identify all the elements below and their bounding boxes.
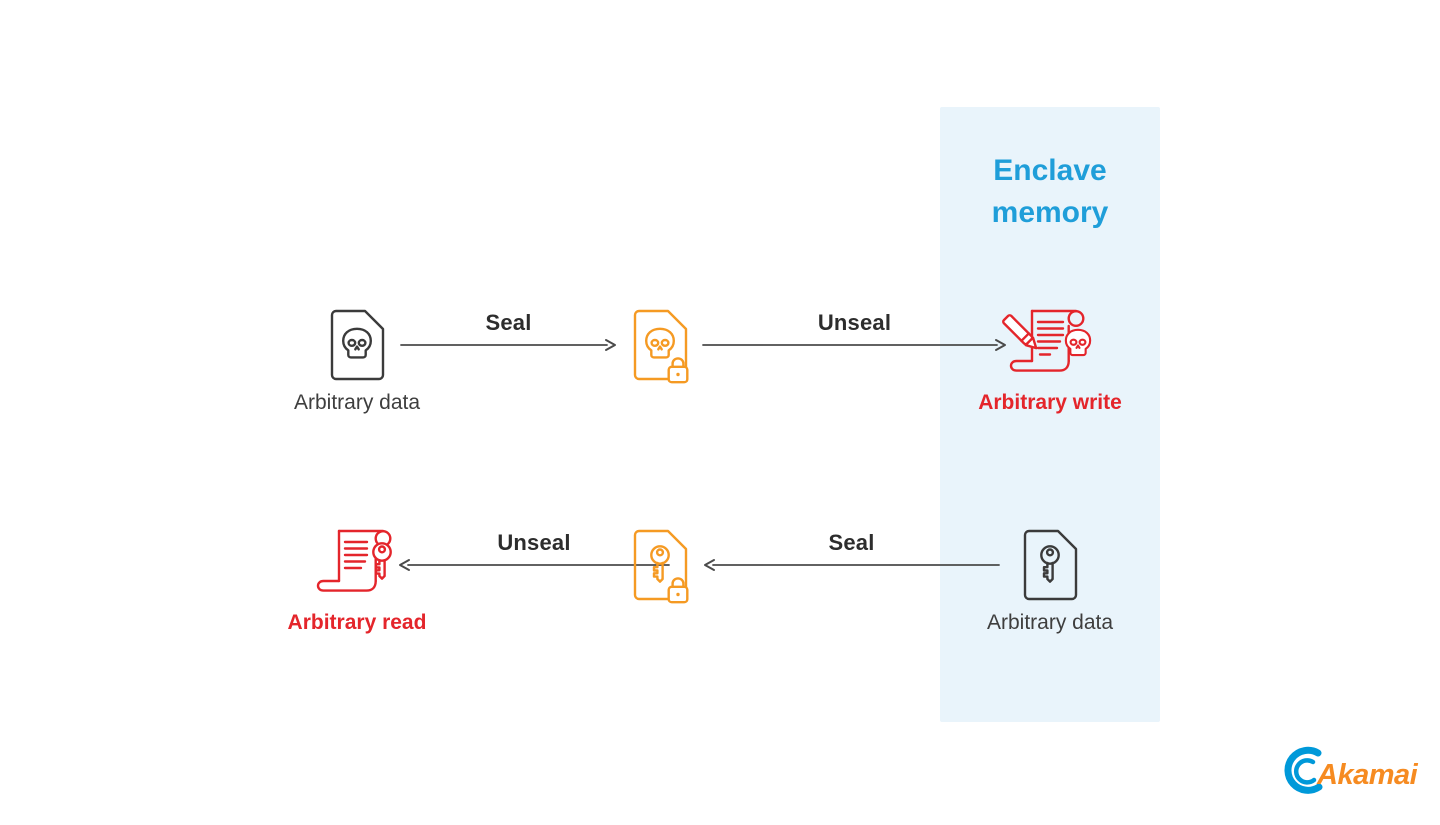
document-outline (1023, 529, 1078, 601)
document-key-icon (1021, 528, 1079, 602)
padlock-glyph (667, 577, 689, 604)
key-glyph (372, 542, 392, 580)
skull-glyph (645, 327, 675, 359)
akamai-logo-text: Akamai (1317, 758, 1418, 791)
unseal-arrow-label: Unseal (817, 310, 892, 335)
enclave-title-line1: Enclave (993, 154, 1107, 187)
sealed-document-key-lock-icon (631, 528, 701, 610)
source-data-label-2: Arbitrary data (986, 611, 1114, 634)
pencil-glyph (1002, 314, 1038, 350)
source-data-label: Arbitrary data (293, 391, 421, 414)
arbitrary-read-label: Arbitrary read (287, 611, 427, 634)
seal-arrow-left (703, 558, 1000, 572)
sealed-document-skull-lock-icon (631, 308, 701, 390)
enclave-memory-region (940, 107, 1160, 722)
document-skull-icon (328, 308, 386, 382)
akamai-logo: Akamai (1282, 742, 1418, 800)
seal-arrow-label-2: Seal (828, 530, 875, 555)
scroll-pencil-skull-icon (1000, 302, 1100, 388)
seal-arrow-right (400, 338, 617, 352)
key-glyph (1040, 545, 1060, 583)
enclave-memory-title: Enclave memory (940, 150, 1160, 234)
document-outline (330, 309, 385, 381)
unseal-arrow-right (702, 338, 1007, 352)
unseal-arrow-label-2: Unseal (497, 530, 571, 555)
arbitrary-write-label: Arbitrary write (978, 391, 1122, 414)
padlock-glyph (667, 357, 689, 384)
unseal-arrow-left (398, 558, 670, 572)
key-glyph (650, 545, 670, 583)
enclave-title-line2: memory (991, 196, 1109, 229)
akamai-swoosh-icon (1284, 746, 1323, 794)
skull-glyph (1064, 328, 1092, 357)
skull-glyph (342, 327, 372, 359)
seal-arrow-label: Seal (485, 310, 532, 335)
scroll-key-icon (307, 522, 407, 608)
